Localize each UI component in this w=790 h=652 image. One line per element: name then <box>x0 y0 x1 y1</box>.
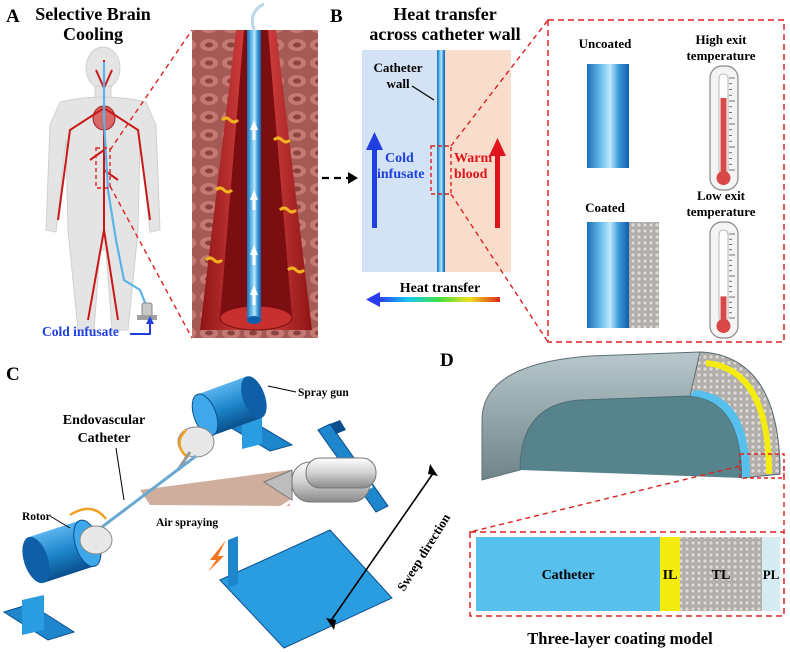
air-spraying-label: Air spraying <box>156 517 218 529</box>
layer-catheter <box>476 537 660 611</box>
rotor-pointer <box>49 515 71 529</box>
uncoated-catheter <box>587 64 629 168</box>
catheter-wall <box>437 50 445 272</box>
layer-box <box>469 531 785 617</box>
half-tube-model <box>481 351 781 481</box>
layer-tl <box>680 537 762 611</box>
mercury-fill <box>720 296 727 324</box>
panel-a-letter: A <box>6 6 20 27</box>
coating-layer <box>629 222 659 328</box>
endovascular-label-line2: Catheter <box>78 431 131 446</box>
low-exit-line1: Low exit <box>697 188 746 203</box>
layer-tl-label: TL <box>712 568 731 583</box>
panel-b-title-line1: Heat transfer <box>393 4 496 24</box>
layer-pl-label: PL <box>763 567 780 582</box>
rotor-label: Rotor <box>22 511 51 523</box>
vessel-zoom-image <box>192 2 318 338</box>
panel-b-title-line2: across catheter wall <box>369 24 520 44</box>
rotor-icon <box>2 507 113 641</box>
wall-zoom-marker <box>430 145 452 195</box>
layer-il <box>660 537 680 611</box>
spray-plume <box>140 470 290 506</box>
high-exit-line2: temperature <box>686 48 755 63</box>
thermometer-icon <box>709 221 739 339</box>
panel-a-title-line2: Cooling <box>63 24 123 44</box>
wall-label-line2: wall <box>386 76 410 91</box>
spray-gun-label: Spray gun <box>298 387 349 399</box>
endovascular-pointer <box>115 447 125 501</box>
wall-pointer <box>411 85 435 101</box>
layer-pl <box>762 537 780 611</box>
thermometer-icon <box>709 65 739 191</box>
up-arrow-icon <box>428 464 438 476</box>
zoom-line-top <box>109 29 193 151</box>
infusion-device-icon <box>137 302 157 320</box>
endovascular-label-line1: Endovascular <box>63 413 145 428</box>
comparison-box <box>547 19 785 343</box>
cold-label-line1: Cold <box>385 151 414 166</box>
panel-c: C Spray gun <box>2 364 454 649</box>
panel-b-letter: B <box>330 6 343 27</box>
cold-label-line2: infusate <box>377 167 424 182</box>
panel-c-letter: C <box>6 364 20 385</box>
three-layer-caption: Three-layer coating model <box>527 629 713 648</box>
spray-gun-pointer <box>267 385 297 393</box>
sweep-direction-line <box>329 471 435 623</box>
wall-label-line1: Catheter <box>373 60 422 75</box>
high-exit-line1: High exit <box>696 32 748 47</box>
low-exit-line2: temperature <box>686 204 755 219</box>
catheter-rod <box>89 454 197 538</box>
zoom-d-line-left <box>469 465 741 533</box>
zoom-marker <box>95 147 111 189</box>
up-arrow-icon <box>489 138 506 228</box>
rail-stand <box>219 420 393 649</box>
arrow-head <box>146 316 154 324</box>
sweep-direction-label: Sweep direction <box>394 510 454 593</box>
down-arrow-icon <box>326 618 336 630</box>
warm-label-line2: blood <box>454 167 488 182</box>
sweep-arrow-icon <box>208 540 226 572</box>
zoom-line-bottom <box>109 185 193 339</box>
left-arrow-icon <box>366 292 500 307</box>
coated-label: Coated <box>585 200 625 215</box>
panel-d: D Catheter IL TL PL Three-layer coating … <box>440 350 785 648</box>
right-arrow-icon <box>130 322 151 335</box>
mercury-fill <box>720 98 727 176</box>
right-arrow-icon <box>348 172 358 184</box>
air-spray-gun-icon <box>262 457 377 503</box>
panel-a: A Selective Brain Cooling <box>6 2 318 339</box>
cold-infusate-label: Cold infusate <box>42 324 119 339</box>
coated-catheter <box>587 222 629 328</box>
layer-il-label: IL <box>663 568 678 583</box>
layer-catheter-label: Catheter <box>542 568 595 583</box>
up-arrow-icon <box>366 132 383 228</box>
warm-label-line1: Warm <box>454 151 492 166</box>
catheter-line <box>102 62 148 306</box>
panel-d-letter: D <box>440 350 454 371</box>
panel-a-title-line1: Selective Brain <box>35 4 150 24</box>
zoom-b-line-bottom <box>450 193 549 343</box>
uncoated-label: Uncoated <box>579 36 632 51</box>
panel-b: B Heat transfer across catheter wall Cat… <box>330 4 785 343</box>
heat-transfer-label: Heat transfer <box>400 281 480 296</box>
